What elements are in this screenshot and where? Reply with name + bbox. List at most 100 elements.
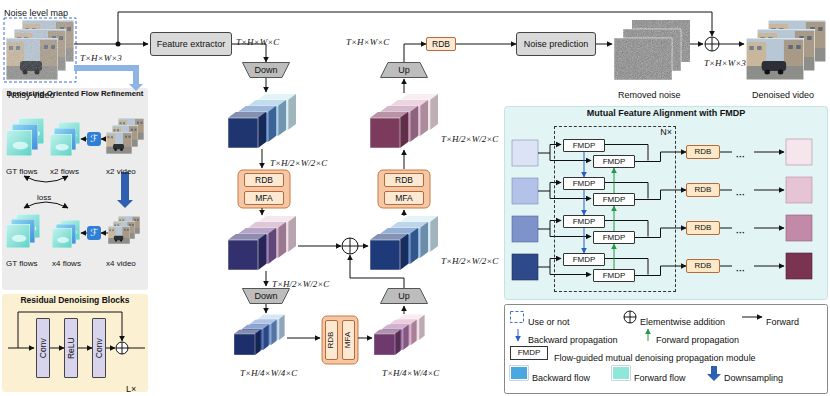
text-label: GT flows [6, 160, 37, 178]
text-label: x2 flows [50, 160, 79, 178]
legend-text: Forward flow [634, 373, 686, 384]
text-label: loss [37, 186, 51, 204]
connector-arrow [635, 152, 686, 162]
panel-heading: Mutual Feature Alignment with FMDPN×FMDP… [504, 106, 828, 300]
guidance-arrow [74, 68, 143, 91]
upsample-block: Up [380, 288, 428, 304]
box-label: ℱ [90, 134, 98, 144]
repeat-group: N×FMDPFMDPFMDPFMDPFMDPFMDPFMDPFMDP [554, 126, 676, 292]
rdb-block: RDB [426, 37, 456, 51]
feature-stacks [228, 94, 438, 355]
process-box: Noise prediction [516, 32, 596, 56]
label-text: GT flows [6, 167, 37, 177]
box-label: FMDP [573, 218, 596, 226]
heading-text: Mutual Feature Alignment with FMDP [504, 106, 828, 118]
trapezoid-outline [381, 289, 428, 304]
box-label: Down [254, 292, 277, 301]
connector-arrow [614, 244, 615, 269]
connector-arrow [614, 168, 615, 193]
legend-samples [511, 312, 763, 382]
legend-text: Flow-guided mutual denoising propagation… [554, 353, 756, 364]
rdb-block: RDB [384, 173, 424, 187]
rdb-block: RDB [686, 183, 720, 197]
text-label: ··· [736, 260, 745, 278]
box-label: Conv [95, 338, 104, 358]
dimension-label: T×H/4×W/4×C [382, 362, 439, 380]
dimension-label: T×H/2×W/2×C [270, 152, 327, 170]
label-text: T×H×W×3 [80, 53, 122, 64]
legend-entry: Forward propagation [656, 329, 739, 347]
label-text: T×H×W×C [346, 37, 389, 48]
connector-arrow [456, 44, 516, 45]
dimension-label: T×H/2×W/2×C [441, 128, 498, 146]
rdb-block: RDB [686, 259, 720, 273]
text-label: ··· [736, 184, 745, 202]
box-label: RDB [328, 332, 336, 349]
dimension-label: T×H×W×C [346, 31, 389, 49]
label-text: T×H×W×3 [704, 58, 746, 69]
legend-swatch [612, 366, 630, 380]
legend-text: Downsampling [724, 373, 783, 384]
connector-arrow [614, 206, 615, 231]
label-text: Noise level map [4, 8, 68, 19]
downsample-block: Down [242, 288, 290, 304]
fmdp-module: FMDP [593, 193, 635, 206]
box-label: FMDP [573, 180, 596, 188]
box-label: ℱ [90, 228, 98, 238]
connector-arrow [50, 348, 64, 349]
connector-arrow [635, 266, 686, 276]
mfa-block: MFA [342, 320, 355, 360]
conv-layer: Conv [36, 318, 50, 378]
mfa-block: MFA [244, 191, 284, 205]
legend-swatch [510, 366, 528, 380]
legend-entry: Backward propagation [528, 329, 618, 347]
panel-heading: Residual Denoising BlocksConvReLUConv [2, 294, 148, 392]
dimension-label: T×H/2×W/2×C [272, 273, 329, 291]
fmdp-module: FMDP [563, 215, 605, 228]
box-label: Conv [39, 338, 48, 358]
connector-arrow [78, 348, 92, 349]
connector-arrow [584, 152, 585, 177]
legend-entry: Flow-guided mutual denoising propagation… [554, 347, 756, 365]
box-label: FMDP [603, 158, 626, 166]
box-label: RDB [432, 40, 450, 49]
fmdp-module: FMDP [593, 269, 635, 282]
label-text: ··· [736, 228, 745, 239]
text-label: x4 video [106, 252, 136, 270]
dimension-label: T×H×W×3 [704, 52, 746, 70]
connector-arrow [635, 190, 686, 200]
text-label: ··· [736, 222, 745, 240]
text-label: ··· [736, 146, 745, 164]
connector-arrow [635, 228, 686, 238]
label-text: Removed noise [618, 90, 681, 101]
rdb-block: RDB [325, 320, 338, 360]
conv-layer: Conv [92, 318, 106, 378]
box-label: FMDP [603, 196, 626, 204]
panel-grounds [2, 88, 828, 394]
text-label: x4 flows [52, 252, 81, 270]
box-label: Noise prediction [524, 40, 589, 49]
flow-lines [74, 12, 744, 338]
label-text: FMDP [518, 348, 541, 358]
box-label: FMDP [603, 272, 626, 280]
label-text: x4 video [106, 259, 136, 269]
box-label: RDB [695, 148, 712, 156]
box-label: MFA [395, 194, 412, 203]
text-label: x2 video [106, 160, 136, 178]
box-label: MFA [345, 332, 353, 348]
legend-text: Backward flow [532, 373, 590, 384]
fmdp-module: FMDP [563, 139, 605, 152]
label-text: T×H/2×W/2×C [272, 279, 329, 290]
box-label: MFA [255, 194, 272, 203]
legend-entry: Downsampling [724, 367, 783, 385]
label-text: GT flows [6, 259, 37, 269]
legend-text: Backward propagation [528, 335, 618, 346]
label-text: ··· [736, 190, 745, 201]
text-label: Removed noise [618, 84, 681, 102]
label-text: L× [126, 384, 136, 395]
rdb-block: RDB [686, 145, 720, 159]
box-label: RDB [695, 186, 712, 194]
legend-entry: Backward flow [532, 367, 590, 385]
label-text: Denoised video [752, 90, 814, 101]
